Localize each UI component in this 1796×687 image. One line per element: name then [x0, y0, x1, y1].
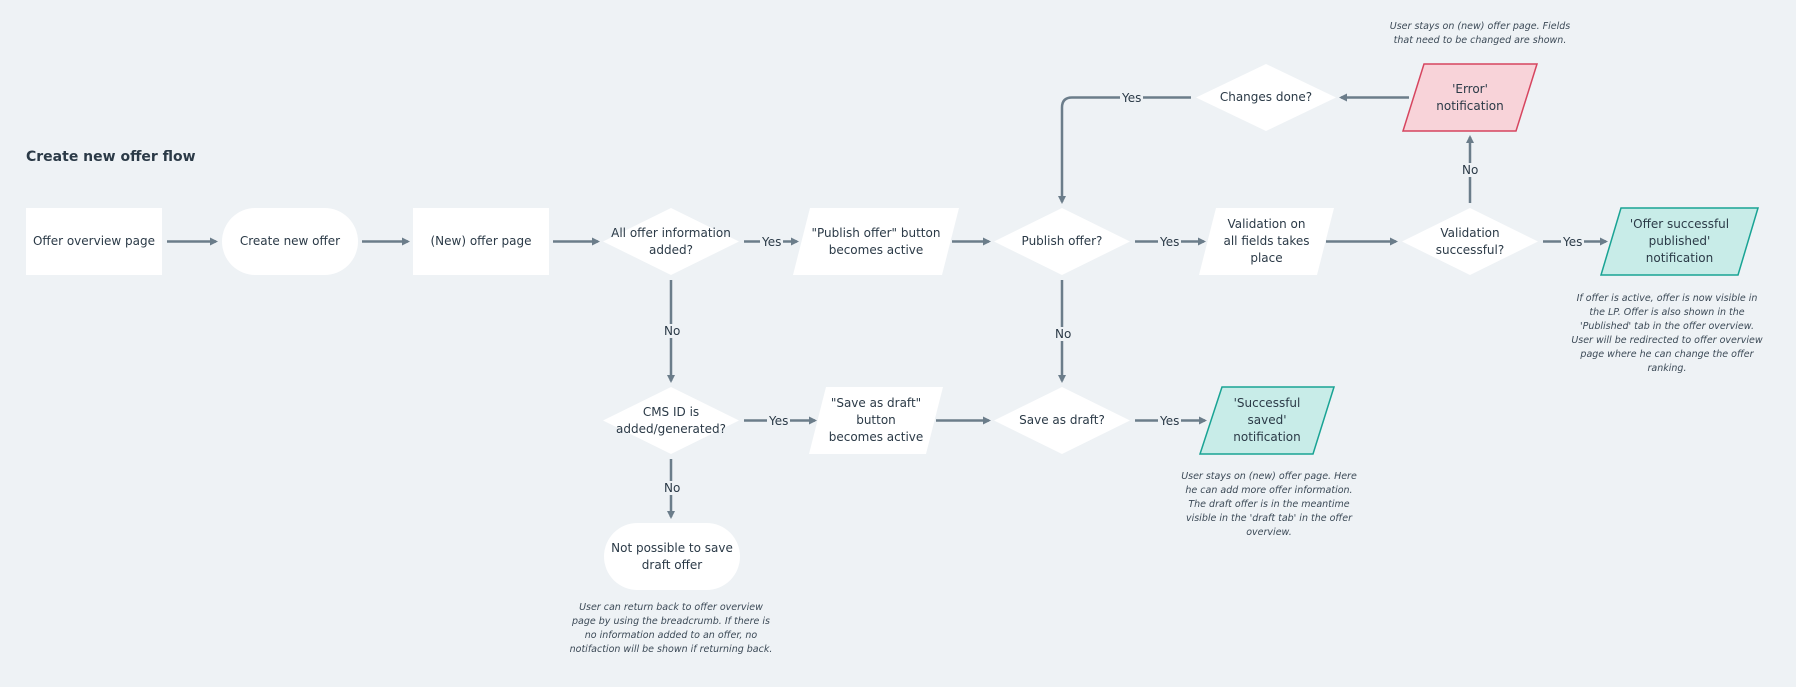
changes-done-decision: [1196, 64, 1336, 131]
error-notification-label: 'Error' notification: [1436, 81, 1504, 113]
save-as-draft-decision: [994, 387, 1130, 454]
error-notification-node: [1401, 63, 1539, 132]
offer-overview-node: [26, 208, 162, 275]
edge-label-cms-yes: Yes: [767, 414, 791, 428]
new-offer-page-node: [413, 208, 549, 275]
save-draft-button-active-node: [809, 387, 943, 454]
saved-notification-label: 'Successful saved' notification: [1233, 396, 1301, 444]
cms-id-decision: [603, 387, 739, 454]
error-note: User stays on (new) offer page. Fields t…: [1389, 21, 1571, 46]
edge-label-info-yes: Yes: [760, 235, 784, 249]
edge-label-publish-yes: Yes: [1158, 235, 1182, 249]
create-new-offer-node: [222, 208, 358, 275]
edge-label-draft-yes: Yes: [1158, 414, 1182, 428]
edge-label-changes-yes: Yes: [1120, 91, 1144, 105]
saved-note: User stays on (new) offer page. Here he …: [1181, 471, 1357, 538]
not-possible-node: [604, 523, 740, 590]
new-offer-page-label: (New) offer page: [430, 234, 532, 248]
edge-label-validation-no: No: [1460, 163, 1481, 177]
offer-published-notification-node: [1599, 207, 1760, 276]
publish-button-active-node: [793, 208, 959, 275]
publish-offer-label: Publish offer?: [1021, 234, 1103, 248]
validation-fields-node: [1199, 208, 1334, 275]
not-possible-note: User can return back to offer overview p…: [569, 602, 773, 655]
edge-changes-yes: [1058, 96, 1191, 204]
publish-button-active-label: "Publish offer" button becomes active: [811, 225, 941, 257]
offer-overview-label: Offer overview page: [32, 234, 156, 248]
offer-published-notification-label: 'Offer successful published' notificatio…: [1629, 217, 1730, 265]
save-as-draft-label: Save as draft?: [1019, 413, 1105, 427]
edge-label-validation-yes: Yes: [1561, 235, 1585, 249]
published-note: If offer is active, offer is now visible…: [1571, 293, 1763, 374]
all-info-added-label: All offer information added?: [611, 225, 731, 257]
publish-offer-decision: [994, 208, 1130, 275]
not-possible-label: Not possible to save draft offer: [611, 540, 733, 572]
edge-label-cms-no: No: [662, 481, 683, 495]
saved-notification-node: [1198, 386, 1336, 455]
create-new-offer-label: Create new offer: [239, 234, 341, 248]
cms-id-label: CMS ID is added/generated?: [616, 404, 726, 436]
validation-successful-decision: [1402, 208, 1538, 275]
validation-successful-label: Validation successful?: [1435, 225, 1505, 257]
changes-done-label: Changes done?: [1219, 90, 1313, 104]
diagram-title: Create new offer flow: [26, 149, 196, 165]
edge-label-info-no: No: [662, 324, 683, 338]
edge-label-publish-no: No: [1053, 327, 1074, 341]
all-info-added-decision: [603, 208, 739, 275]
save-draft-button-active-label: "Save as draft" button becomes active: [828, 396, 924, 444]
validation-fields-label: Validation on all fields takes place: [1223, 217, 1310, 265]
